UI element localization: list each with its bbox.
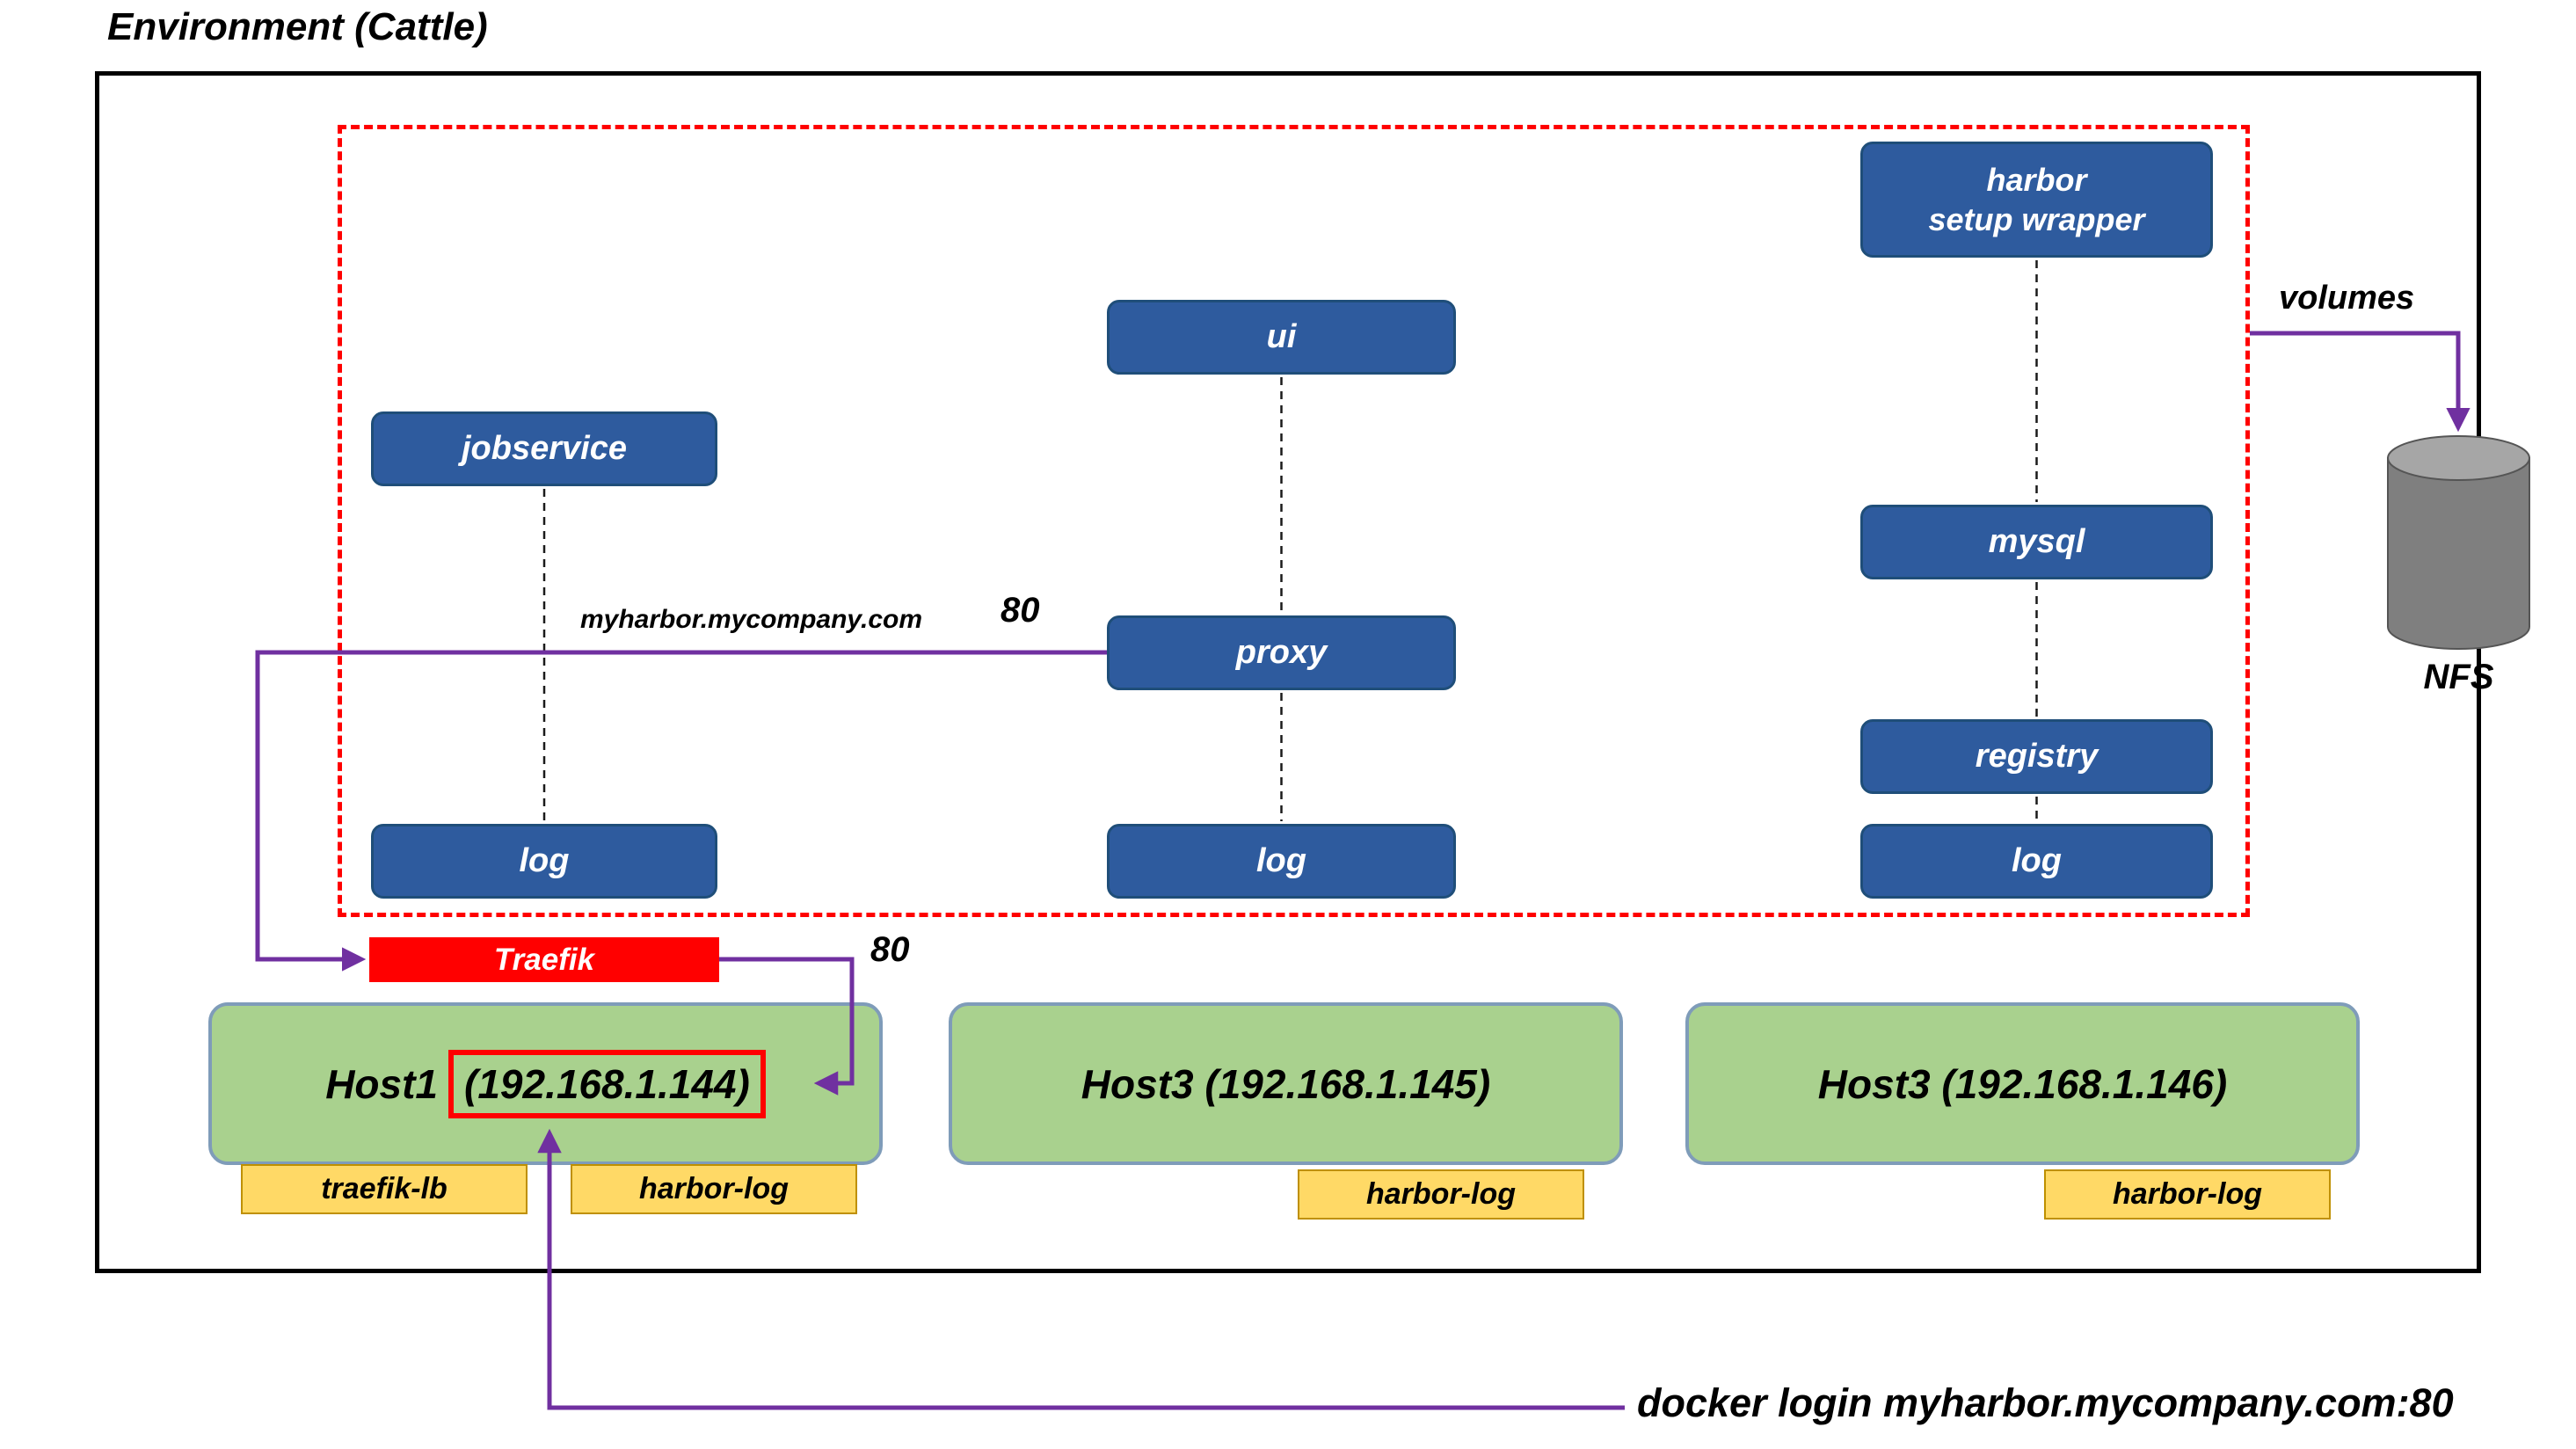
host-3: Host3 (192.168.1.146) bbox=[1685, 1002, 2360, 1165]
container-harbor-log-1: harbor-log bbox=[571, 1164, 857, 1214]
host-1-ip-highlight: (192.168.1.144) bbox=[448, 1049, 766, 1118]
container-harbor-log-3: harbor-log bbox=[2044, 1169, 2331, 1220]
service-proxy: proxy bbox=[1107, 615, 1456, 690]
container-harbor-log-2: harbor-log bbox=[1298, 1169, 1584, 1220]
domain-label: myharbor.mycompany.com bbox=[580, 605, 923, 634]
host-2-label: Host3 (192.168.1.145) bbox=[1081, 1060, 1491, 1107]
host-3-label: Host3 (192.168.1.146) bbox=[1817, 1060, 2228, 1107]
host-1-name: Host1 bbox=[325, 1060, 438, 1107]
nfs-label: NFS bbox=[2423, 658, 2494, 696]
service-mysql: mysql bbox=[1860, 505, 2213, 579]
service-registry: registry bbox=[1860, 719, 2213, 794]
proxy-port-label: 80 bbox=[1001, 591, 1040, 630]
service-log-middle: log bbox=[1107, 824, 1456, 899]
service-harbor-setup-wrapper: harbor setup wrapper bbox=[1860, 142, 2213, 258]
host-1: Host1 (192.168.1.144) bbox=[208, 1002, 883, 1165]
container-traefik-lb: traefik-lb bbox=[241, 1164, 528, 1214]
environment-title: Environment (Cattle) bbox=[107, 5, 488, 48]
service-log-right: log bbox=[1860, 824, 2213, 899]
service-ui: ui bbox=[1107, 300, 1456, 375]
traefik-port-label: 80 bbox=[870, 930, 910, 969]
volumes-label: volumes bbox=[2279, 280, 2415, 317]
service-log-left: log bbox=[371, 824, 717, 899]
docker-login-annotation: docker login myharbor.mycompany.com:80 bbox=[1637, 1380, 2454, 1425]
traefik-loadbalancer: Traefik bbox=[369, 937, 719, 982]
host-2: Host3 (192.168.1.145) bbox=[949, 1002, 1623, 1165]
harbor-setup-line1: harbor bbox=[1986, 162, 2087, 198]
service-jobservice: jobservice bbox=[371, 411, 717, 486]
harbor-setup-line2: setup wrapper bbox=[1928, 201, 2145, 237]
harbor-stack-boundary bbox=[338, 125, 2250, 917]
